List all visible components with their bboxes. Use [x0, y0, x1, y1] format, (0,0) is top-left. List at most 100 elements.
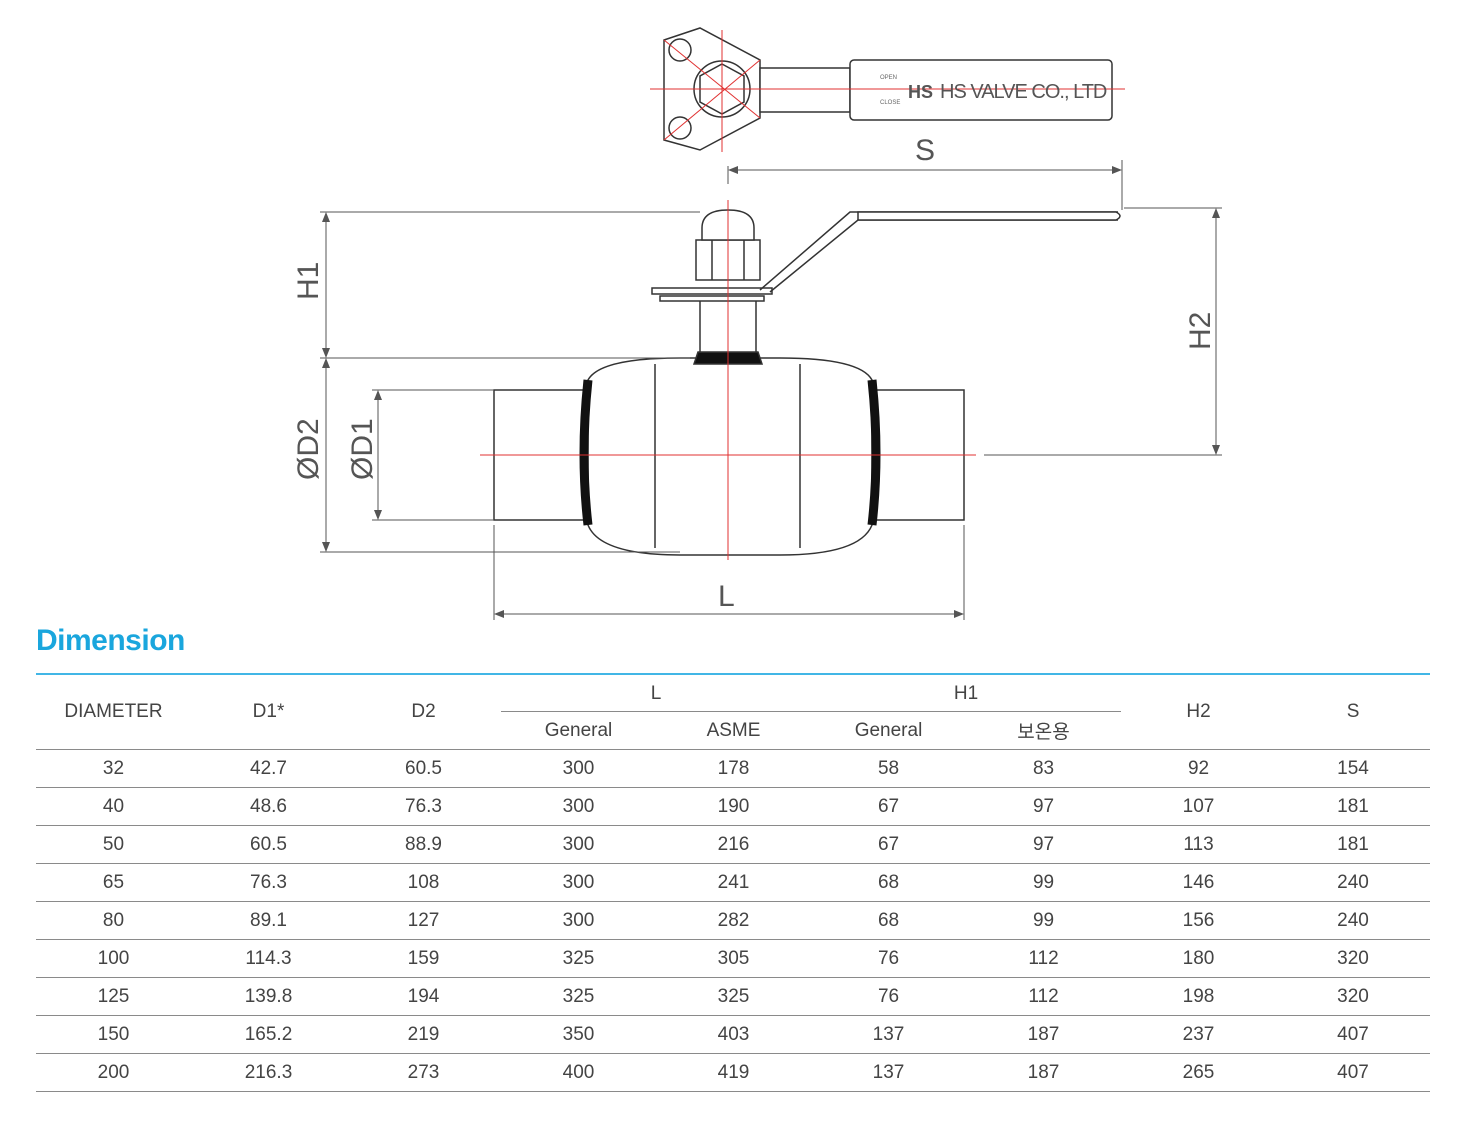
cell-h1-general: 137 [811, 1053, 967, 1092]
cell-diameter: 125 [36, 977, 191, 1016]
dim-L [493, 525, 965, 620]
cell-d2: 219 [346, 1015, 501, 1054]
cell-s: 320 [1276, 977, 1431, 1016]
cell-h1-general: 58 [811, 749, 967, 788]
cell-l-general: 325 [501, 977, 656, 1016]
cell-diameter: 50 [36, 825, 191, 864]
cell-h1-insulated: 99 [966, 901, 1122, 940]
handle-close-mark: CLOSE [880, 100, 900, 106]
cell-d1: 42.7 [191, 749, 346, 788]
header-diameter: DIAMETER [64, 701, 163, 722]
header-l-asme: ASME [706, 719, 761, 741]
cell-h1-insulated: 187 [966, 1015, 1122, 1054]
header-l: L [501, 675, 812, 712]
label-H2: H2 [1184, 312, 1217, 350]
label-D1: ØD1 [346, 418, 379, 480]
header-l-label: L [650, 683, 662, 704]
header-h1: H1 [811, 675, 1122, 712]
cell-l-asme: 305 [656, 939, 812, 978]
header-l-general: General [544, 719, 613, 741]
section-title: Dimension [36, 624, 185, 657]
cell-s: 407 [1276, 1053, 1431, 1092]
header-h2: H2 [1186, 701, 1211, 722]
cell-diameter: 100 [36, 939, 191, 978]
cell-h1-insulated: 112 [966, 939, 1122, 978]
cell-h1-insulated: 187 [966, 1053, 1122, 1092]
cell-s: 407 [1276, 1015, 1431, 1054]
cell-h2: 180 [1121, 939, 1277, 978]
cell-d2: 127 [346, 901, 501, 940]
cell-diameter: 32 [36, 749, 191, 788]
cell-l-asme: 325 [656, 977, 812, 1016]
cell-s: 240 [1276, 863, 1431, 902]
cell-h2: 237 [1121, 1015, 1277, 1054]
header-s: S [1346, 701, 1360, 722]
valve-front-view [493, 209, 1121, 556]
label-S: S [915, 134, 935, 167]
cell-l-general: 300 [501, 825, 656, 864]
cell-l-asme: 190 [656, 787, 812, 826]
cell-diameter: 200 [36, 1053, 191, 1092]
cell-d1: 48.6 [191, 787, 346, 826]
brand-text: HS VALVE CO., LTD [940, 81, 1107, 103]
cell-h2: 146 [1121, 863, 1277, 902]
label-H1: H1 [292, 262, 325, 300]
title-divider [36, 673, 1430, 675]
handle-open-mark: OPEN [880, 75, 897, 81]
label-L: L [718, 580, 735, 613]
header-h1-insulated: 보온용 [1017, 722, 1070, 743]
cell-h1-general: 67 [811, 825, 967, 864]
valve-technical-drawing: OPEN CLOSE HS HS VALVE CO., LTD S [292, 27, 1222, 620]
cell-h2: 198 [1121, 977, 1277, 1016]
cell-d2: 76.3 [346, 787, 501, 826]
cell-h2: 92 [1121, 749, 1277, 788]
cell-h1-insulated: 112 [966, 977, 1122, 1016]
cell-h2: 107 [1121, 787, 1277, 826]
cell-d2: 273 [346, 1053, 501, 1092]
cell-h1-general: 68 [811, 863, 967, 902]
cell-h1-insulated: 99 [966, 863, 1122, 902]
cell-diameter: 80 [36, 901, 191, 940]
cell-l-general: 300 [501, 901, 656, 940]
cell-h2: 265 [1121, 1053, 1277, 1092]
cell-l-asme: 282 [656, 901, 812, 940]
cell-h1-general: 76 [811, 977, 967, 1016]
cell-diameter: 65 [36, 863, 191, 902]
label-D2: ØD2 [292, 418, 325, 480]
cell-h2: 113 [1121, 825, 1277, 864]
cell-l-asme: 241 [656, 863, 812, 902]
cell-d2: 88.9 [346, 825, 501, 864]
cell-h1-general: 137 [811, 1015, 967, 1054]
header-h1-general: General [854, 719, 923, 741]
cell-h1-insulated: 83 [966, 749, 1122, 788]
cell-h1-general: 67 [811, 787, 967, 826]
cell-h2: 156 [1121, 901, 1277, 940]
cell-d2: 108 [346, 863, 501, 902]
dim-D2 [320, 358, 680, 553]
cell-h1-insulated: 97 [966, 825, 1122, 864]
header-d2: D2 [411, 701, 436, 722]
cell-l-general: 400 [501, 1053, 656, 1092]
header-h1-label: H1 [953, 683, 979, 704]
dim-H2 [984, 207, 1222, 456]
cell-d1: 165.2 [191, 1015, 346, 1054]
cell-s: 181 [1276, 787, 1431, 826]
cell-l-asme: 216 [656, 825, 812, 864]
cell-d2: 194 [346, 977, 501, 1016]
cell-d2: 159 [346, 939, 501, 978]
cell-d1: 89.1 [191, 901, 346, 940]
cell-d1: 76.3 [191, 863, 346, 902]
dim-H1 [320, 211, 700, 359]
header-d1: D1* [252, 701, 285, 722]
cell-l-general: 300 [501, 863, 656, 902]
front-centerlines [480, 200, 976, 560]
